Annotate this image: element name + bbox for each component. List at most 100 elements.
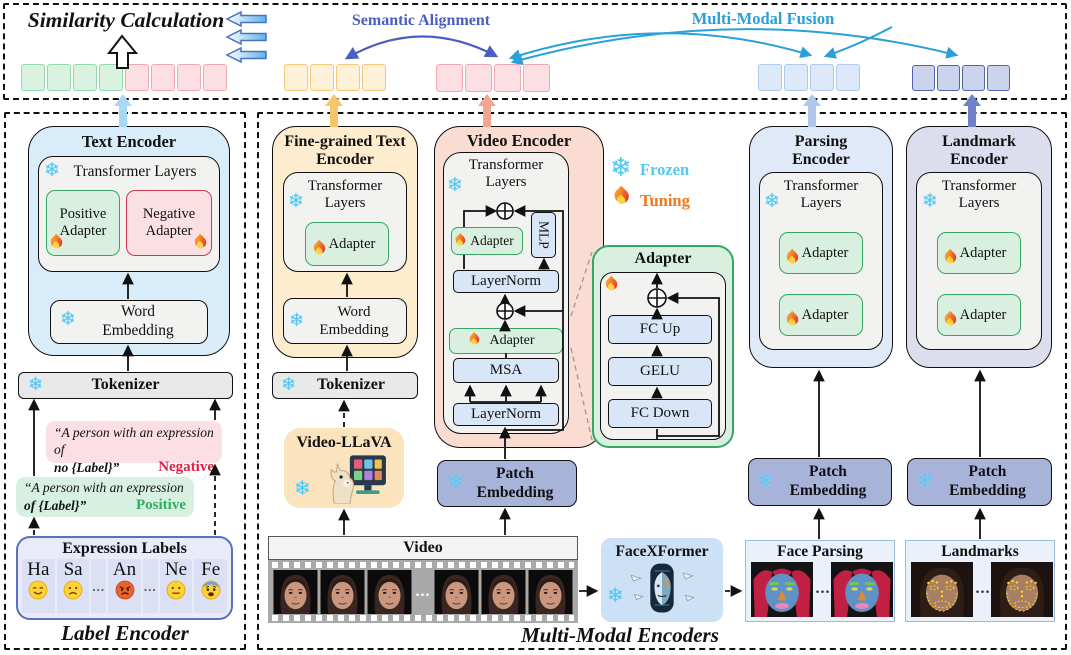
video-tokens — [465, 64, 492, 92]
parsing-patch-embedding: Patch Embedding — [748, 458, 892, 506]
fire-icon — [313, 241, 325, 256]
positive-prompt-box: “A person with an expression of {Label}”… — [16, 477, 194, 517]
fc-up-box: FC Up — [608, 315, 712, 344]
fc-down-label: FC Down — [630, 405, 690, 421]
landmark-tokens — [937, 65, 960, 91]
transformer-layers-label: Transformer Layers — [783, 178, 859, 212]
parsing-adapter-2: Adapter — [779, 294, 863, 336]
fire-icon — [614, 187, 629, 206]
msa-label: MSA — [489, 362, 523, 378]
snowflake-icon: ❄ — [294, 476, 311, 500]
expression-cell-ha: Ha — [22, 559, 55, 613]
snowflake-icon: ❄ — [917, 470, 933, 492]
mlp-label: MLP — [536, 221, 552, 249]
facexformer-title: FaceXFormer — [615, 543, 709, 560]
multi-modal-encoders-caption: Multi-Modal Encoders — [521, 623, 719, 647]
video-adapter-lower-box: Adapter — [449, 328, 563, 354]
adapter-label: Adapter — [489, 333, 535, 348]
mlp-box: MLP — [531, 212, 556, 258]
token-row-video — [436, 64, 550, 92]
token-row-label — [21, 64, 227, 91]
expression-cell-dots: ... — [91, 559, 107, 613]
negative-text-tokens — [125, 64, 149, 91]
fine-grained-word-embedding: Word Embedding — [283, 298, 407, 344]
fire-icon — [786, 312, 798, 327]
face-parsing-title: Face Parsing — [777, 543, 863, 560]
multi-modal-fusion-label: Multi-Modal Fusion — [691, 9, 835, 28]
fine-grained-text-tokens — [362, 64, 386, 91]
video-patch-embedding: Patch Embedding — [437, 460, 577, 507]
fire-icon — [455, 234, 465, 247]
fine-grained-text-tokens — [284, 64, 308, 91]
negative-text-tokens — [203, 64, 227, 91]
fire-icon — [786, 250, 798, 265]
adapter-detail-title: Adapter — [634, 250, 692, 267]
landmark-tokens — [987, 65, 1010, 91]
layernorm-label: LayerNorm — [471, 273, 541, 289]
happy-face-icon — [28, 580, 48, 600]
expression-cell-fe: Fe — [194, 559, 228, 613]
fine-grained-text-tokens — [336, 64, 360, 91]
negative-text-tokens — [177, 64, 201, 91]
adapter-label: Adapter — [959, 244, 1007, 261]
snowflake-icon: ❄ — [448, 471, 464, 493]
positive-prompt-line1: “A person with an expression — [24, 480, 184, 495]
label-tokenizer-box: Tokenizer — [18, 372, 233, 399]
negative-adapter-label: Negative Adapter — [142, 205, 196, 239]
parsing-tokens — [810, 64, 834, 91]
video-layernorm-upper: LayerNorm — [453, 270, 559, 293]
video-frame — [367, 570, 412, 614]
snowflake-icon: ❄ — [289, 310, 305, 331]
tokenizer-label: Tokenizer — [317, 376, 385, 394]
layernorm-label: LayerNorm — [471, 406, 541, 422]
landmark-tokens — [962, 65, 985, 91]
ellipsis-label: ... — [92, 578, 106, 594]
snowflake-icon: ❄ — [758, 470, 774, 492]
gelu-label: GELU — [640, 363, 680, 379]
word-embedding-label: Word Embedding — [319, 304, 389, 338]
expression-label: An — [112, 559, 137, 580]
fine-grained-tokenizer-box: Tokenizer — [272, 372, 418, 399]
parsed-face-image — [831, 562, 893, 617]
parsing-tokens — [836, 64, 860, 91]
expression-cell-dots: ... — [142, 559, 158, 613]
video-layernorm-lower: LayerNorm — [453, 403, 559, 426]
text-encoder-title: Text Encoder — [81, 132, 177, 151]
expression-cell-an: An — [108, 559, 141, 613]
fire-icon — [469, 333, 479, 346]
snowflake-icon: ❄ — [288, 190, 304, 212]
transformer-layers-label: Transformer Layers — [73, 163, 197, 180]
text-word-embedding-box: Word Embedding — [50, 300, 208, 344]
positive-prompt-line2: of {Label}” — [24, 497, 87, 513]
positive-text-tokens — [73, 64, 97, 91]
fire-icon — [194, 235, 206, 250]
video-frame — [481, 570, 526, 614]
landmark-encoder-title: Landmark Encoder — [942, 133, 1016, 169]
film-sprockets-bottom — [272, 615, 574, 621]
ellipsis-label: ... — [415, 583, 431, 600]
expression-label: Ha — [27, 559, 50, 580]
positive-text-tokens — [21, 64, 45, 91]
landmark-face-image — [911, 562, 973, 617]
fire-icon — [605, 277, 617, 292]
negative-prompt-line2: no {Label}” — [54, 459, 120, 475]
angry-face-icon — [115, 580, 135, 600]
word-embedding-label: Word Embedding — [102, 303, 174, 339]
video-label: Video — [403, 538, 443, 556]
similarity-calculation-title: Similarity Calculation — [27, 8, 225, 32]
ellipsis-label: ... — [143, 578, 157, 594]
adapter-label: Adapter — [470, 233, 514, 248]
adapter-label: Adapter — [801, 306, 849, 323]
token-row-fine-grained — [284, 64, 386, 91]
parsing-tokens — [784, 64, 808, 91]
video-frame — [273, 570, 318, 614]
video-frame — [434, 570, 479, 614]
fine-grained-text-tokens — [310, 64, 334, 91]
parsing-tokens — [758, 64, 782, 91]
snowflake-icon: ❄ — [60, 308, 76, 330]
frozen-legend-label: Frozen — [640, 160, 690, 179]
positive-text-tokens — [47, 64, 71, 91]
film-sprockets-top — [272, 562, 574, 568]
negative-tag: Negative — [158, 458, 214, 475]
